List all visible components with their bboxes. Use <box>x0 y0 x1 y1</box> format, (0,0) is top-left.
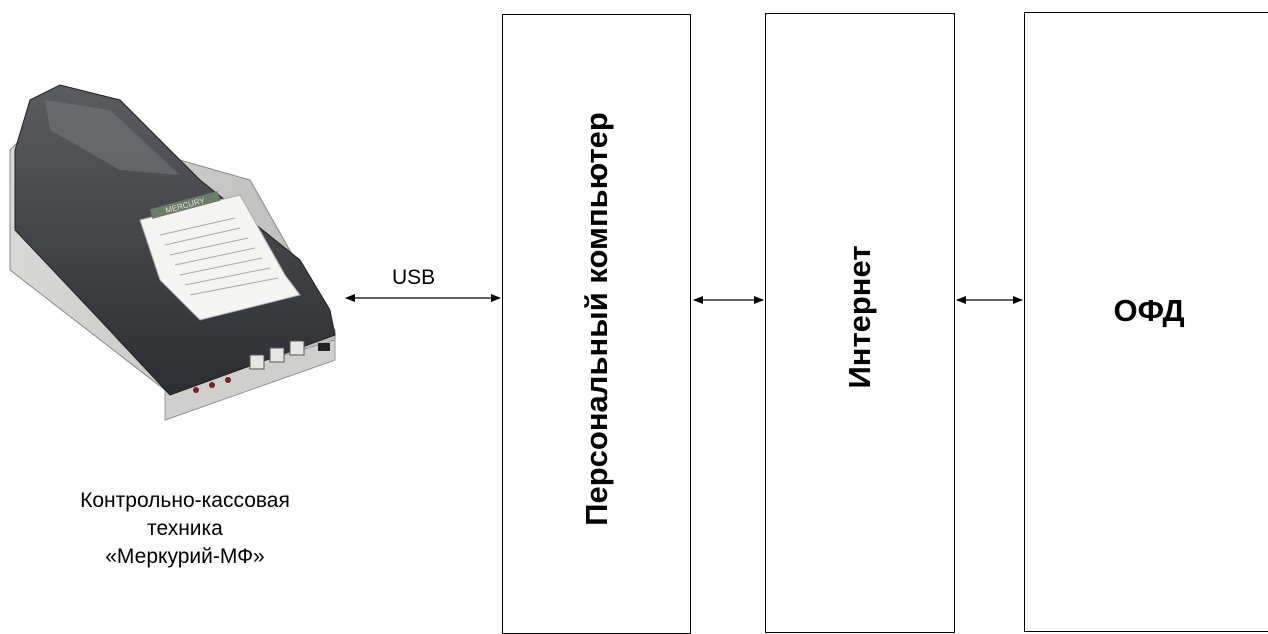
cash-register-printer-image: MERCURY <box>9 84 336 421</box>
printer-caption-line-2: техника <box>147 517 223 540</box>
internet-block: Интернет <box>765 13 955 633</box>
printer-caption-line-1: Контрольно-кассовая <box>80 489 290 512</box>
ofd-label: ОФД <box>1113 293 1185 328</box>
usb-label: USB <box>392 266 436 289</box>
pc-label: Персональный компьютер <box>579 112 614 526</box>
pc-block: Персональный компьютер <box>502 14 691 634</box>
printer-caption: Контрольно-кассовая техника «Меркурий-МФ… <box>25 487 345 571</box>
internet-label: Интернет <box>842 245 877 389</box>
ofd-block: ОФД <box>1024 12 1268 632</box>
printer-caption-line-3: «Меркурий-МФ» <box>105 545 265 568</box>
